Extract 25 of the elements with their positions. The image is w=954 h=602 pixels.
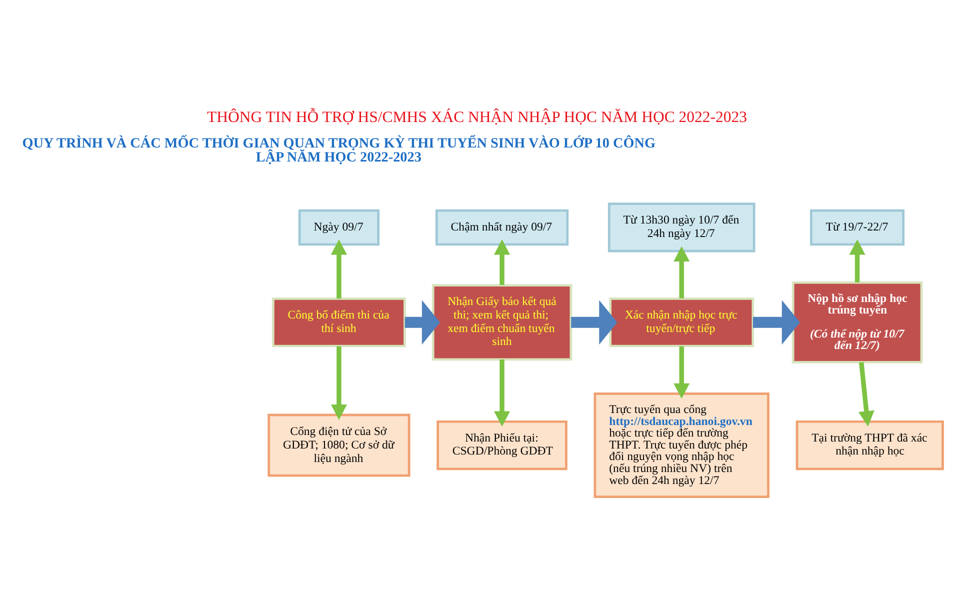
arrow (752, 300, 800, 344)
node-box: Nhận Phiếu tại: CSGD/Phòng GDĐT (436, 420, 568, 470)
node-box: Nộp hồ sơ nhập học trúng tuyển (Có thể nộp từ 10/7 đến 12/7) (792, 280, 923, 363)
node-box: Ngày 09/7 (298, 208, 380, 246)
arrow (858, 361, 874, 426)
arrow (674, 346, 690, 398)
node-box: Xác nhận nhập học trực tuyến/trực tiếp (609, 297, 754, 347)
node-box: Trực tuyến qua cổng http://tsdaucap.hanoi.gov.vn hoặc trực tiếp đến trường THPT. Trực tuyến được phép đổi nguyện vọng nhập học (nếu trúng nhiều NV) trên web đến 24h ngày 12/7 (594, 392, 770, 498)
node-box: Chậm nhất ngày 09/7 (435, 208, 569, 246)
arrow (571, 300, 618, 344)
arrow (330, 238, 347, 298)
node-box: Nhận Giấy báo kết quả thi; xem kết quả thi; xem điểm chuẩn tuyển sinh (432, 284, 572, 360)
node-box: Cổng điện tử của Sở GDĐT; 1080; Cơ sở dữ liệu ngành (268, 413, 410, 476)
arrow (674, 246, 690, 298)
diagram-title: THÔNG TIN HỖ TRỢ HS/CMHS XÁC NHẬN NHẬP HỌC NĂM HỌC 2022-2023 (206, 108, 748, 126)
arrow (494, 238, 510, 284)
arrow (849, 238, 866, 282)
node-box: Từ 19/7-22/7 (810, 208, 905, 246)
arrow (404, 300, 440, 344)
node-box: Từ 13h30 ngày 10/7 đến 24h ngày 12/7 (608, 202, 756, 252)
arrow (330, 346, 347, 420)
node-box: Công bố điểm thi của thí sinh (272, 297, 406, 347)
node-box: Tại trường THPT đã xác nhận nhập học (796, 420, 944, 470)
label: QUY TRÌNH VÀ CÁC MỐC THỜI GIAN QUAN TRỌNG KỲ THI TUYỂN SINH VÀO LỚP 10 CÔNG LẬP NĂM HỌC 2022-2023 (22, 134, 656, 166)
arrow (494, 359, 510, 426)
